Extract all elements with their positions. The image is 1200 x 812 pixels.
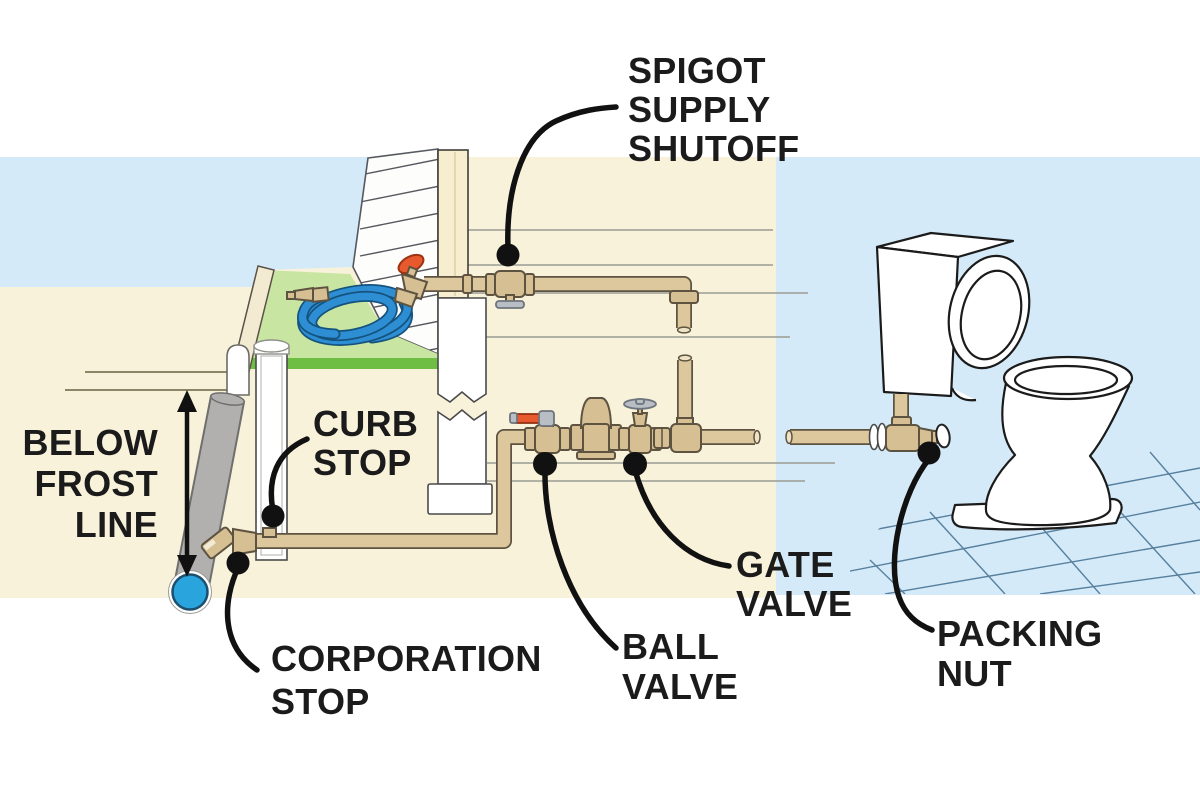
ball-valve <box>509 410 571 454</box>
label-line: BALL <box>622 626 720 667</box>
wall-section <box>437 149 469 299</box>
label-below-frost-line: BELOW FROST LINE <box>0 422 158 545</box>
label-line: SPIGOT <box>628 50 766 91</box>
hose-nozzle <box>286 286 330 303</box>
house-siding <box>352 148 439 356</box>
label-packing-nut: PACKING NUT <box>937 614 1102 694</box>
label-curb-stop: CURB STOP <box>313 404 418 482</box>
tee-fitting <box>670 417 702 453</box>
label-spigot-supply-shutoff: SPIGOT SUPPLY SHUTOFF <box>628 51 799 168</box>
sky-region <box>0 157 370 287</box>
tank-front <box>875 245 960 398</box>
toilet-shutoff-valve <box>868 416 951 452</box>
toilet <box>875 231 1134 531</box>
corporation-stop-valve <box>200 526 257 560</box>
label-line: FROST <box>34 463 158 504</box>
label-line: PACKING <box>937 613 1103 654</box>
toilet-bowl <box>984 381 1131 527</box>
water-meter <box>570 397 622 460</box>
foundation-footing <box>427 483 493 515</box>
label-line: SUPPLY <box>628 89 771 130</box>
label-line: CORPORATION <box>271 638 542 679</box>
label-line: STOP <box>313 442 412 483</box>
frost-depth-arrow <box>177 390 197 577</box>
label-line: NUT <box>937 653 1012 694</box>
leader-lines <box>224 104 941 673</box>
label-gate-valve: GATE VALVE <box>736 545 852 623</box>
lawn-post <box>226 344 250 396</box>
label-line: STOP <box>271 681 370 722</box>
gate-valve <box>618 398 662 454</box>
union-fitting <box>653 427 671 449</box>
spigot-supply-shutoff-valve <box>485 270 535 309</box>
label-line: VALVE <box>736 583 853 624</box>
label-corporation-stop: CORPORATION STOP <box>271 637 542 723</box>
lawn-edge <box>246 358 440 369</box>
label-line: GATE <box>736 544 835 585</box>
label-line: SHUTOFF <box>628 128 800 169</box>
foundation-wall <box>427 297 493 515</box>
packing-nut-handle <box>935 423 951 449</box>
label-line: VALVE <box>622 666 739 707</box>
curb-stop-fitting <box>262 527 277 538</box>
hose-spigot <box>393 253 429 309</box>
label-line: CURB <box>313 403 419 444</box>
label-line: LINE <box>74 504 158 545</box>
label-line: BELOW <box>22 422 158 463</box>
label-ball-valve: BALL VALVE <box>622 627 738 707</box>
shutoff-tee-handle <box>495 300 525 309</box>
